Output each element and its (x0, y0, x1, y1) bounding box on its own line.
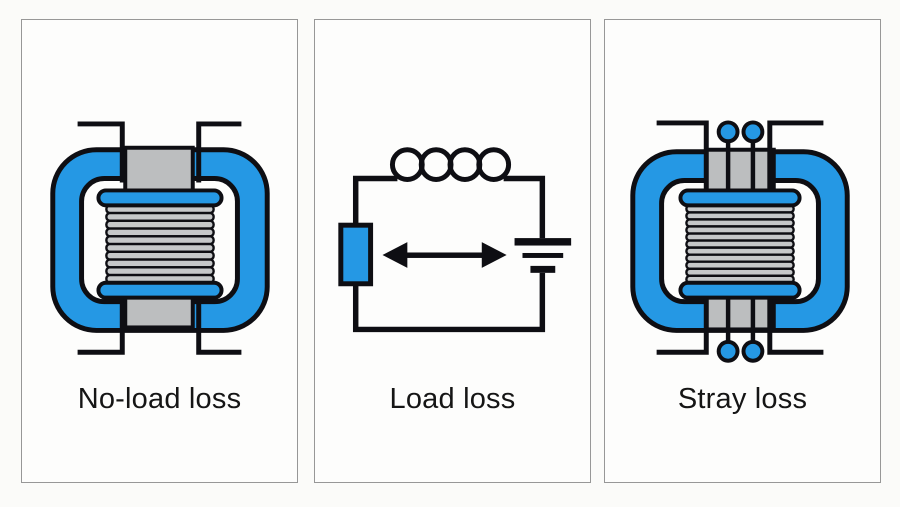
panel-label-stray-loss: Stray loss (677, 383, 808, 415)
panel-label-no-load-loss: No-load loss (77, 383, 242, 415)
winding-bottom-cap (96, 280, 224, 300)
winding-bottom-cap (678, 280, 802, 300)
winding (96, 188, 224, 300)
load-circuit-icon (338, 147, 572, 333)
winding-turns (105, 204, 215, 284)
panel-no-load-loss: No-load loss (21, 19, 298, 483)
circuit-wires (352, 175, 546, 333)
winding-turns (685, 204, 795, 285)
transformer-stray-icon (630, 120, 850, 363)
transformer-core-icon (50, 121, 270, 355)
winding-top-cap (678, 188, 802, 208)
winding (678, 188, 802, 300)
panel-stray-loss: Stray loss (604, 19, 881, 483)
terminal-wires (725, 139, 756, 345)
panel-label-load-loss: Load loss (389, 383, 516, 415)
battery-icon (514, 238, 572, 273)
resistor-icon (338, 222, 374, 287)
lead-brackets (77, 121, 242, 355)
terminal-dots (716, 120, 765, 363)
inductor-coil-icon (389, 147, 512, 183)
winding-top-cap (96, 188, 224, 208)
double-arrow-icon (382, 242, 507, 268)
panel-load-loss: Load loss (314, 19, 591, 483)
lead-brackets (656, 120, 824, 355)
